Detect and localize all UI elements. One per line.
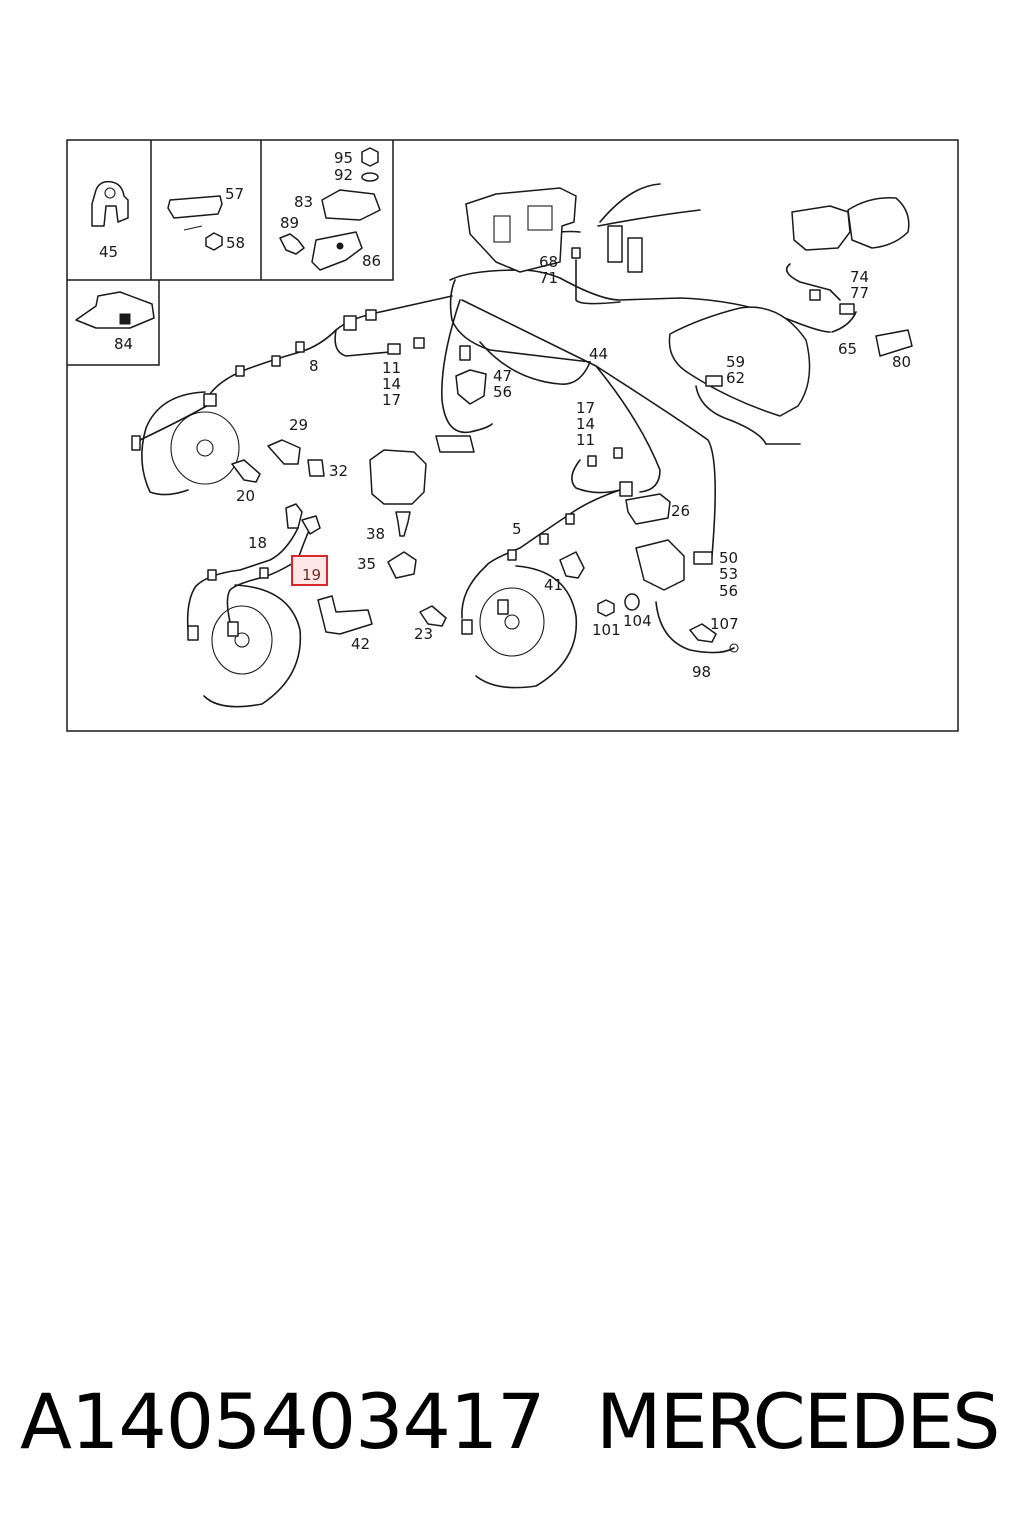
callout-14-b: 14: [576, 415, 595, 433]
control-module-part-50: [635, 539, 713, 591]
bracket-part-57: [167, 195, 223, 251]
sensor-part-26: [625, 493, 671, 525]
callout-53: 53: [719, 565, 738, 583]
connector-part-80: [875, 329, 913, 357]
cover-part-59: [668, 306, 811, 417]
hydraulic-unit-part-38: [369, 449, 427, 537]
sensor-part-18: [285, 503, 303, 529]
screw-part-23: [419, 605, 447, 627]
clip-part-32: [307, 459, 325, 477]
inset-boxes: [67, 140, 394, 366]
callout-62: 62: [726, 369, 745, 387]
callout-84: 84: [114, 335, 133, 353]
wheel-sensor-part-5: [507, 447, 633, 561]
highlight-box-19: [291, 555, 328, 586]
brake-disc-front-right: [475, 565, 578, 689]
callout-26: 26: [671, 502, 690, 520]
brand-caption: MERCEDES: [596, 1377, 1000, 1466]
callout-58: 58: [226, 234, 245, 252]
callout-20: 20: [236, 487, 255, 505]
callout-68: 68: [539, 253, 558, 271]
clip-part-41: [559, 551, 585, 579]
control-unit-part-83: [279, 147, 381, 271]
callout-101: 101: [592, 621, 621, 639]
sensor-part-47: [455, 345, 487, 405]
clip-part-35: [387, 551, 417, 579]
nut-part-101: [597, 599, 615, 617]
callout-labels: 45 57 58 95 92 83 89 86 84 8 11 14 17 29…: [99, 149, 911, 681]
callout-50: 50: [719, 549, 738, 567]
sensor-connectors-part-8: [131, 309, 509, 641]
callout-56-b: 56: [719, 582, 738, 600]
bolt-part-20: [231, 459, 261, 483]
callout-86: 86: [362, 252, 381, 270]
washer-part-104: [624, 593, 640, 611]
callout-38: 38: [366, 525, 385, 543]
valve-part-42: [317, 595, 373, 635]
relays-part-68-71: [571, 225, 643, 273]
callout-11-b: 11: [576, 431, 595, 449]
callout-83: 83: [294, 193, 313, 211]
callout-104: 104: [623, 612, 652, 630]
callout-11-a: 11: [382, 359, 401, 377]
callout-32: 32: [329, 462, 348, 480]
part-number-caption: A1405403417: [20, 1377, 546, 1466]
callout-77: 77: [850, 284, 869, 302]
callout-17-a: 17: [382, 391, 401, 409]
callout-57: 57: [225, 185, 244, 203]
callout-18: 18: [248, 534, 267, 552]
callout-98: 98: [692, 663, 711, 681]
callout-59: 59: [726, 353, 745, 371]
connector-part-65: [839, 303, 855, 315]
callout-5: 5: [512, 520, 522, 538]
relay-part-84: [75, 291, 155, 329]
callout-92: 92: [334, 166, 353, 184]
callout-47: 47: [493, 367, 512, 385]
callout-95: 95: [334, 149, 353, 167]
callout-42: 42: [351, 635, 370, 653]
callout-14-a: 14: [382, 375, 401, 393]
callout-23: 23: [414, 625, 433, 643]
callout-29: 29: [289, 416, 308, 434]
bracket-part-45: [91, 180, 129, 227]
callout-19: 19: [302, 566, 321, 584]
callout-44: 44: [589, 345, 608, 363]
callout-56-a: 56: [493, 383, 512, 401]
brake-disc-rear-left: [203, 584, 302, 708]
callout-89: 89: [280, 214, 299, 232]
callout-41: 41: [544, 576, 563, 594]
callout-35: 35: [357, 555, 376, 573]
bolt-part-107: [689, 623, 739, 653]
sensor-part-19: [301, 515, 321, 535]
callout-74: 74: [850, 268, 869, 286]
abs-control-unit-part-68: [465, 187, 577, 273]
callout-17-b: 17: [576, 399, 595, 417]
diagram-frame: [66, 139, 959, 732]
bracket-part-29: [267, 439, 301, 465]
callout-8: 8: [309, 357, 319, 375]
callout-80: 80: [892, 353, 911, 371]
callout-45: 45: [99, 243, 118, 261]
brake-disc-front-left: [141, 391, 240, 496]
callout-65: 65: [838, 340, 857, 358]
parts-diagram: 45 57 58 95 92 83 89 86 84 8 11 14 17 29…: [66, 139, 959, 732]
callout-107: 107: [710, 615, 739, 633]
pressure-switch-part-44: [435, 435, 475, 453]
callout-71: 71: [539, 269, 558, 287]
pump-motor-part-74: [791, 197, 910, 301]
